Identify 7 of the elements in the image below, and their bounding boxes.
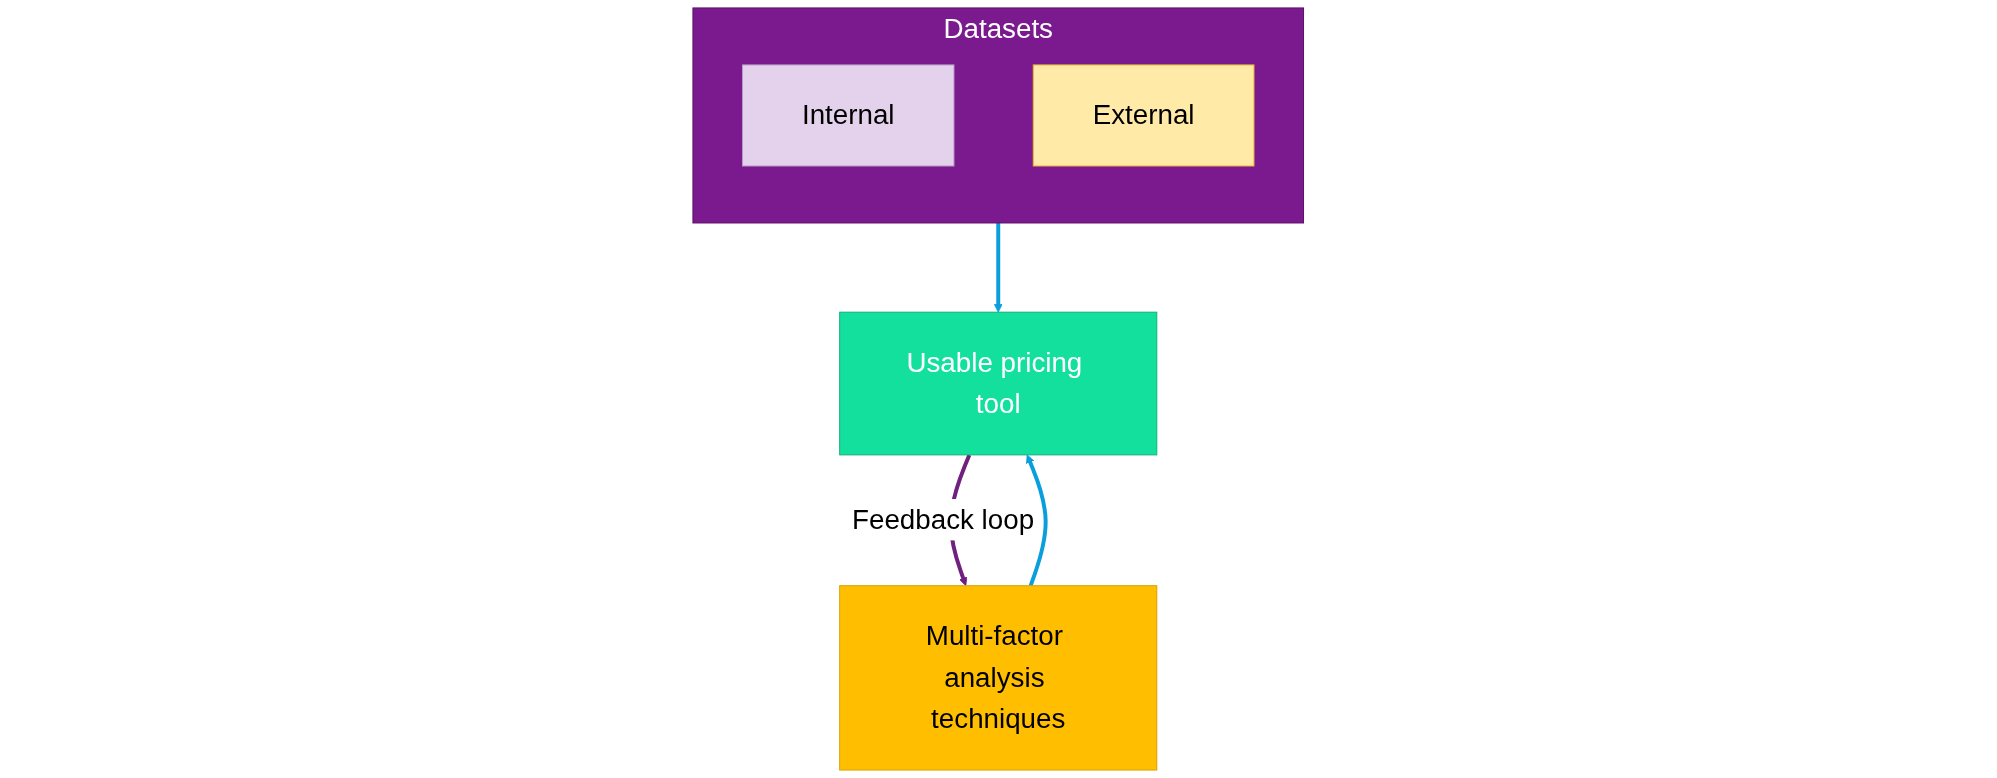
node-box: External (1033, 64, 1255, 167)
arrow (1026, 454, 1048, 587)
edge-label: Feedback loop (852, 503, 1035, 535)
arrow (994, 223, 1003, 313)
node-box: Multi-factor analysis techniques (839, 585, 1158, 771)
node-box: Internal (742, 64, 955, 167)
node-box: Usable pricing tool (839, 311, 1158, 456)
